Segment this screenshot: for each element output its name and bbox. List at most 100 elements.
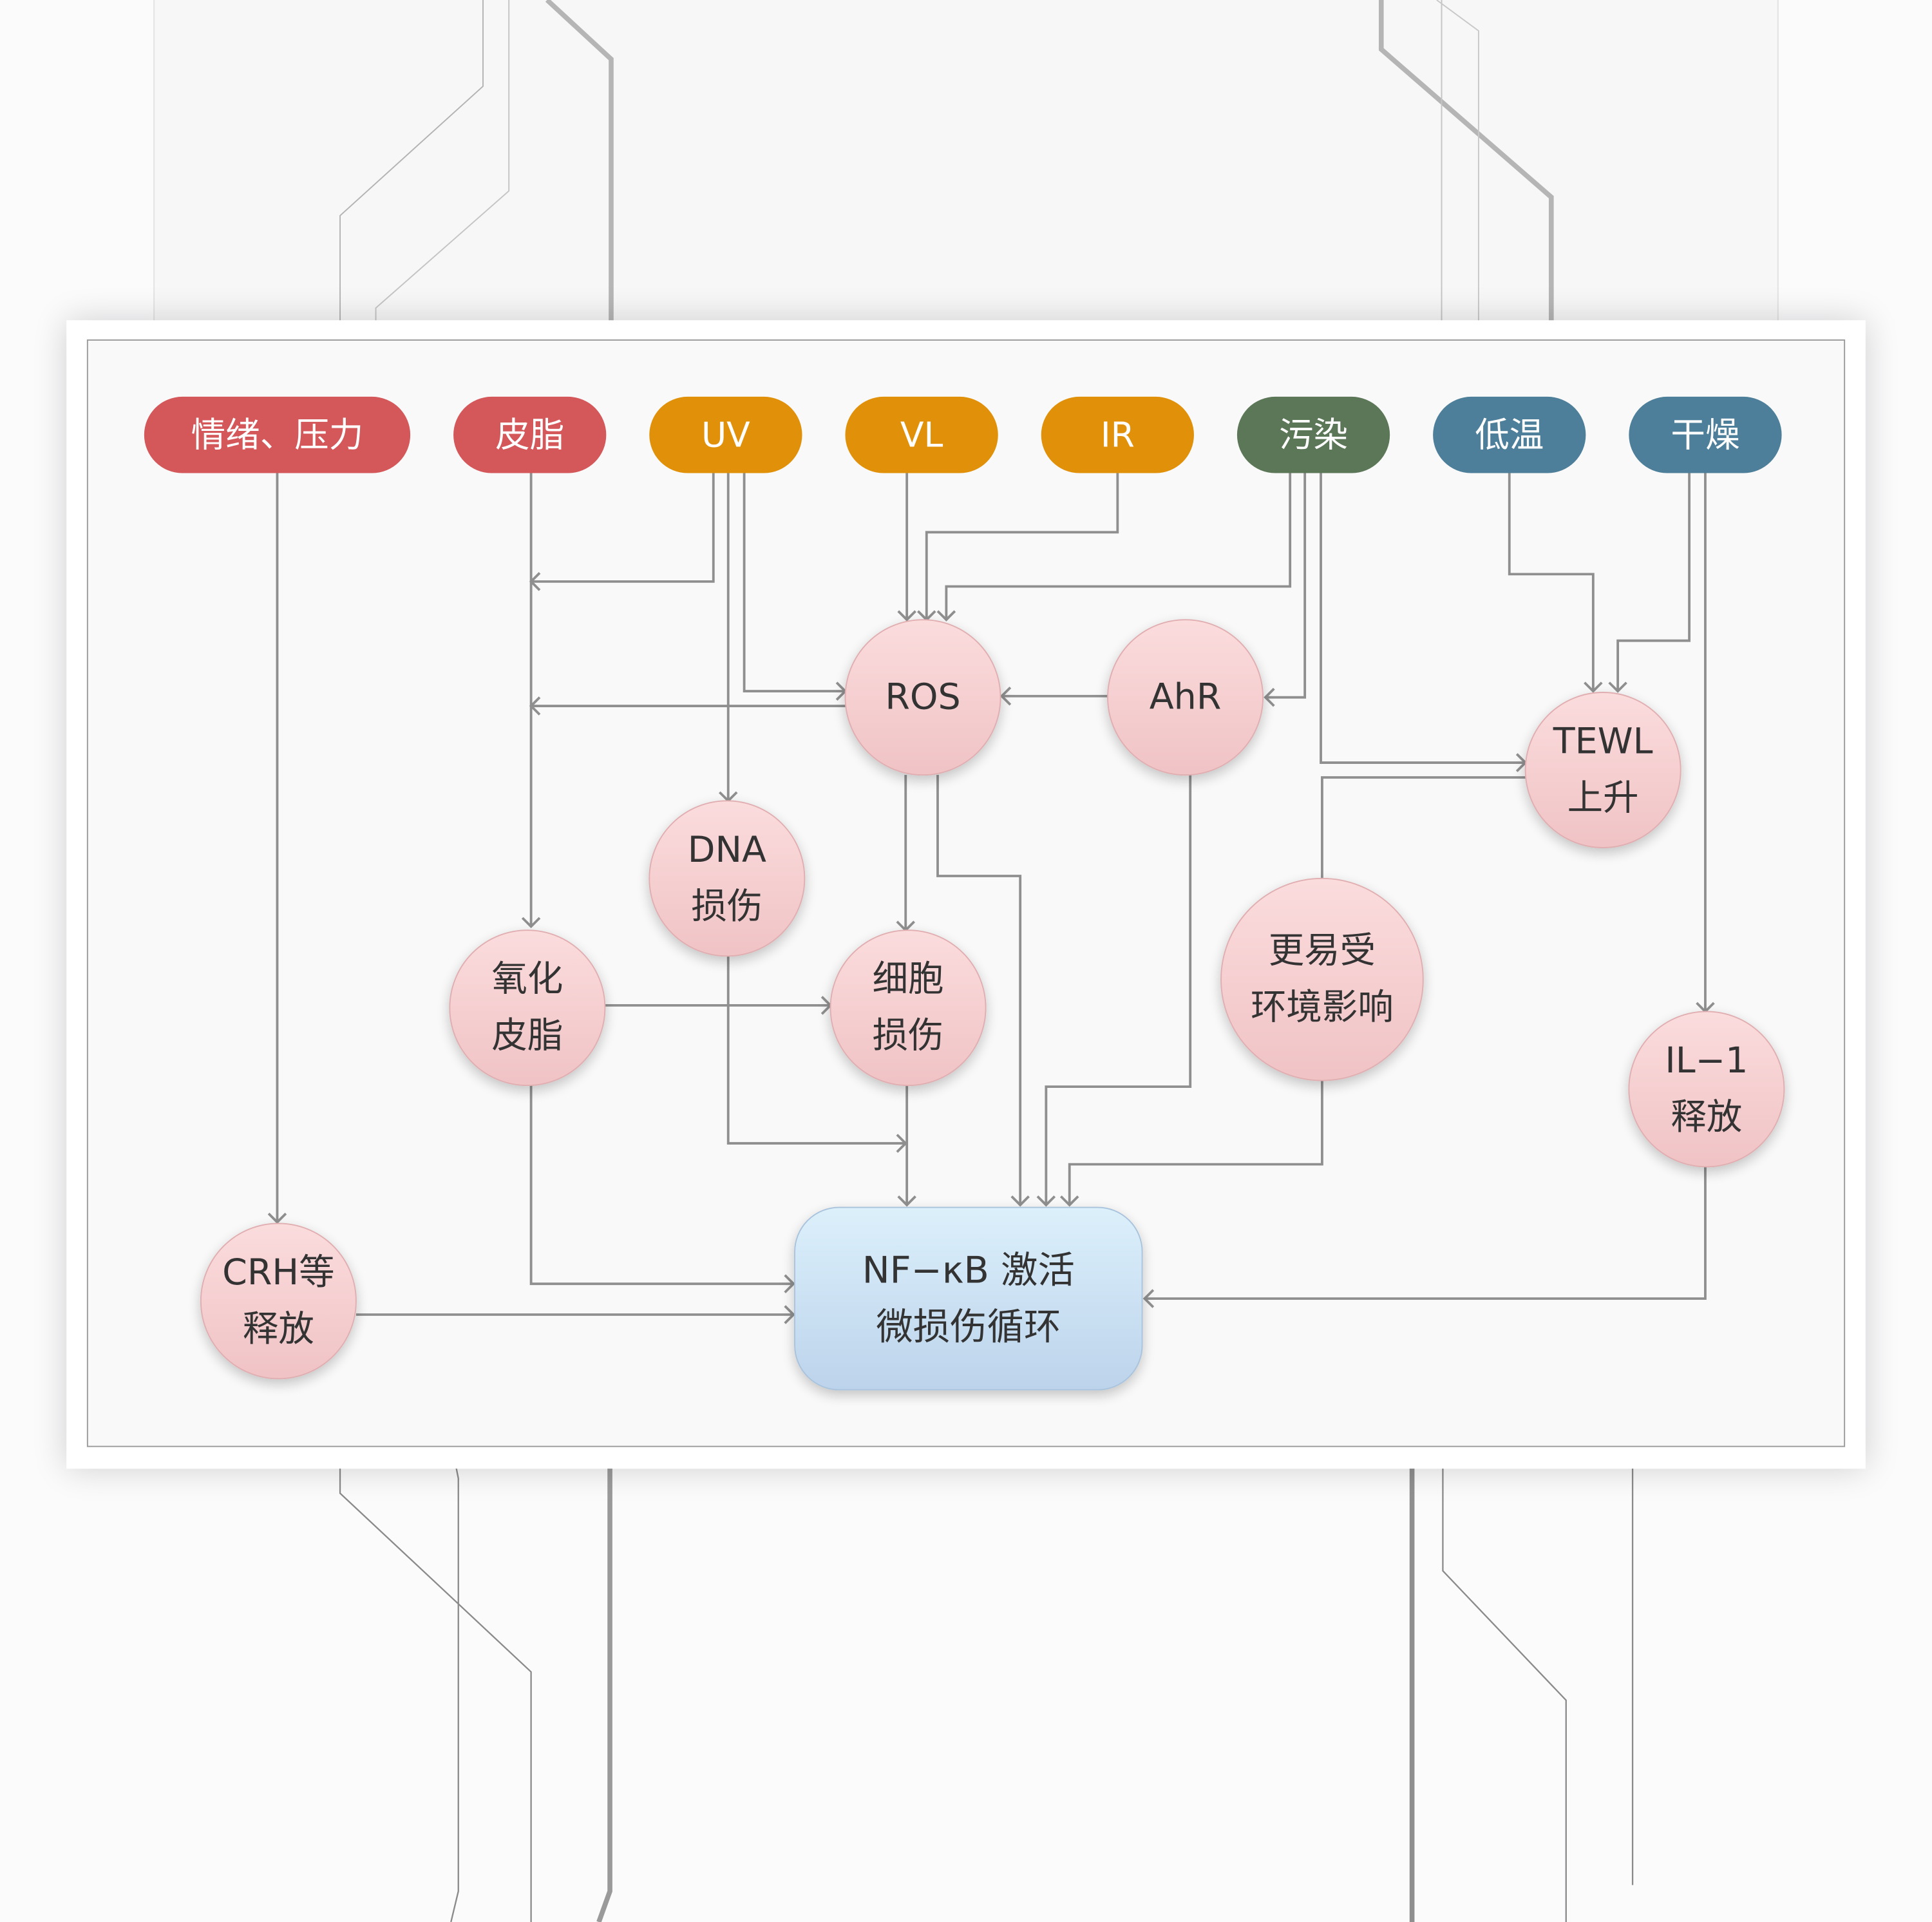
edge-emotion-crh <box>267 473 287 1224</box>
node-label: 释放 <box>1671 1097 1742 1138</box>
edge-ros-nfkb <box>936 775 1030 1207</box>
arrowhead-icon <box>521 917 541 929</box>
connector-line <box>1144 1166 1707 1300</box>
arrowhead-icon <box>1059 1195 1079 1207</box>
arrowhead-icon <box>784 1274 795 1293</box>
connector-line <box>1265 473 1307 699</box>
arrowhead-icon <box>1036 1195 1056 1207</box>
decorative-lines-top <box>153 0 1779 321</box>
pill-shape <box>649 396 802 473</box>
node-label: 环境影响 <box>1251 987 1394 1029</box>
node-label: 释放 <box>243 1309 314 1350</box>
arrowhead-icon <box>936 610 956 622</box>
node-circle <box>1628 1011 1785 1168</box>
edge-dry-tewl <box>1608 473 1690 693</box>
connector-line <box>1616 473 1690 692</box>
arrowhead-icon <box>1608 681 1627 693</box>
hub-shape <box>794 1206 1143 1391</box>
pill-shape <box>1433 396 1586 473</box>
source-pill-pollution: 污染 <box>1236 396 1390 473</box>
pill-label: 干燥 <box>1671 415 1739 455</box>
pill-label: VL <box>900 415 943 455</box>
edge-sebum-oxsebum <box>521 473 541 929</box>
source-pill-sebum: 皮脂 <box>453 396 607 473</box>
arrowhead-icon <box>897 1195 916 1207</box>
edge-env-nfkb <box>1059 1080 1323 1207</box>
source-pill-uv: UV <box>649 396 802 473</box>
pill-shape <box>1041 396 1194 473</box>
node-label: ROS <box>885 677 960 718</box>
connector-line <box>726 956 906 1145</box>
edge-cell-nfkb <box>897 1085 916 1207</box>
node-circle <box>829 929 987 1087</box>
edge-ahr-nfkb <box>1036 775 1192 1207</box>
node-circle <box>1524 692 1681 848</box>
edge-ahr-ros <box>999 687 1108 706</box>
pill-label: 污染 <box>1279 415 1348 455</box>
node-label: DNA <box>688 830 766 871</box>
node-label: 损伤 <box>691 886 762 928</box>
connector-line <box>531 473 715 583</box>
source-pill-vl: VL <box>845 396 998 473</box>
source-pill-cold: 低温 <box>1433 396 1586 473</box>
top-background-panel <box>154 0 1778 321</box>
connector-line <box>529 1085 794 1286</box>
edge-cold-tewl <box>1508 473 1603 693</box>
hub-label: 微损伤循环 <box>876 1306 1061 1349</box>
pill-shape <box>1236 396 1390 473</box>
node-label: 损伤 <box>873 1016 944 1057</box>
arrowhead-icon <box>1584 681 1603 693</box>
connector-line <box>925 473 1119 620</box>
edge-pollution-ros <box>936 473 1292 622</box>
node-circle <box>1107 619 1264 776</box>
connector-line <box>1045 775 1192 1205</box>
pill-shape <box>144 396 411 473</box>
node-circle <box>449 929 606 1087</box>
edge-ros-sebum <box>529 696 846 716</box>
pill-label: IR <box>1101 415 1135 455</box>
source-pill-dry: 干燥 <box>1629 396 1782 473</box>
node-ros: ROS <box>844 619 1001 776</box>
edge-vl-ros <box>897 473 916 622</box>
node-label: AhR <box>1150 677 1222 718</box>
pill-label: UV <box>701 415 750 455</box>
node-label: 更易受 <box>1269 931 1376 972</box>
node-label: CRH等 <box>222 1252 334 1293</box>
node-circle <box>200 1223 357 1380</box>
pill-label: 情绪、压力 <box>191 415 364 455</box>
pill-label: 皮脂 <box>495 415 564 455</box>
arrowhead-icon <box>1010 1195 1030 1207</box>
arrowhead-icon <box>784 1305 795 1324</box>
edge-crh-nfkb <box>355 1305 795 1324</box>
connector-line <box>1320 473 1526 764</box>
node-il1: IL−1释放 <box>1628 1011 1785 1168</box>
arrowhead-icon <box>999 687 1012 706</box>
source-pill-ir: IR <box>1041 396 1194 473</box>
arrowhead-icon <box>1264 687 1275 707</box>
node-label: 细胞 <box>873 959 944 1000</box>
connector-line <box>1508 473 1595 692</box>
edge-uv-sebum <box>529 473 715 591</box>
node-ahr: AhR <box>1107 619 1264 776</box>
pill-shape <box>453 396 607 473</box>
hub-label: NF−κB 激活 <box>862 1249 1075 1292</box>
connector-line <box>743 473 846 693</box>
arrowhead-icon <box>529 572 541 591</box>
node-circle <box>1220 877 1424 1081</box>
node-dna: DNA 损伤 <box>649 800 806 957</box>
connector-line <box>1068 1080 1323 1205</box>
arrowhead-icon <box>267 1212 287 1224</box>
edge-pollution-ahr <box>1264 473 1307 707</box>
source-pill-emotion: 情绪、压力 <box>144 396 411 473</box>
edge-il1-nfkb <box>1142 1166 1707 1308</box>
node-label: 上升 <box>1567 778 1639 819</box>
node-circle <box>649 800 806 957</box>
edge-env-tewl <box>1321 776 1526 879</box>
